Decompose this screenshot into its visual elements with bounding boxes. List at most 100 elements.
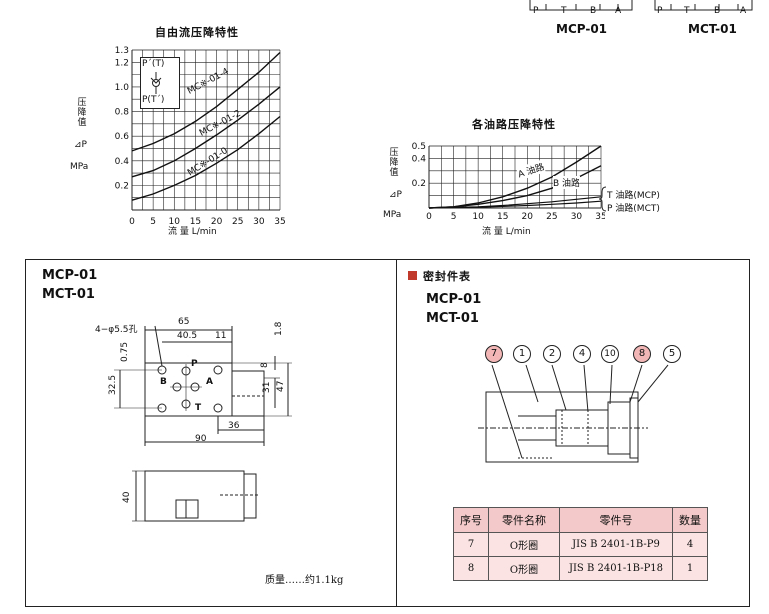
x-tick-label: 10: [472, 212, 484, 222]
y-tick-label: 0.4: [115, 157, 130, 167]
valve-symbols-top: [529, 0, 753, 11]
y-tick-label: 0.8: [115, 108, 130, 118]
dims-model-1: MCP-01: [42, 268, 98, 283]
check-valve-inset: P´(T) P(T´): [140, 57, 180, 109]
col-header: 序号: [453, 507, 489, 533]
y-tick-label: 1.2: [115, 58, 129, 68]
x-tick-label: 15: [497, 212, 508, 222]
col-header: 零件号: [559, 507, 673, 533]
brace-label: T 油路(MCP): [607, 191, 660, 201]
ylabel-char: 值: [389, 168, 399, 178]
table-cell: 8: [453, 556, 489, 581]
y-tick-label: 1.0: [115, 83, 130, 93]
dimension-drawing: [114, 325, 292, 522]
port-label: P: [657, 6, 663, 16]
callout-8: 8: [633, 345, 651, 363]
valve-cap-side: [243, 473, 257, 519]
seal-table-header: 序号 零件名称 零件号 数量: [453, 507, 708, 533]
ylabel-char: 降: [389, 158, 399, 168]
dim-40: 40: [122, 491, 132, 503]
ylabel-char: 压: [389, 148, 399, 158]
brace-label: P 油路(MCT): [607, 204, 660, 214]
col-header: 零件名称: [488, 507, 560, 533]
callout-7: 7: [485, 345, 503, 363]
table-cell: JIS B 2401-1B-P18: [559, 556, 673, 581]
y-tick-label: 0.6: [115, 132, 130, 142]
y-tick-label: 0.2: [412, 179, 426, 189]
chart-right-title: 各油路压降特性: [472, 118, 556, 131]
dim-40-5: 40.5: [177, 331, 198, 341]
weight-label: 质量……约1.1kg: [265, 575, 344, 586]
col-header: 数量: [672, 507, 708, 533]
inset-bottom-label: P(T´): [142, 95, 165, 105]
series-line: [131, 51, 281, 152]
port-label: P: [533, 6, 539, 16]
x-tick-label: 30: [571, 212, 583, 222]
x-tick-label: 0: [426, 212, 432, 222]
port-p: P: [191, 359, 198, 369]
dim-8: 8: [260, 362, 270, 368]
section-drawing: [478, 364, 669, 463]
x-tick-label: 35: [274, 217, 285, 227]
callout-10: 10: [601, 345, 619, 363]
chart-right-yunit: MPa: [383, 210, 402, 220]
y-tick-label: 0.5: [412, 142, 426, 152]
dim-65: 65: [178, 317, 190, 327]
dim-0-75: 0.75: [120, 341, 130, 362]
x-tick-label: 35: [595, 212, 605, 222]
chart-right-xlabel: 流 量 L/min: [482, 227, 531, 237]
port-label: B: [590, 6, 597, 16]
x-tick-label: 15: [190, 217, 201, 227]
series-line: [131, 115, 281, 201]
port-a: A: [206, 377, 213, 387]
seal-panel-title: 密封件表: [423, 270, 471, 283]
x-tick-label: 5: [451, 212, 457, 222]
x-tick-label: 25: [232, 217, 243, 227]
brace-icon: [599, 186, 607, 212]
callout-5: 5: [663, 345, 681, 363]
section-marker-icon: [408, 271, 417, 280]
port-label: A: [740, 6, 747, 16]
y-tick-label: 0.2: [115, 181, 129, 191]
chart-left-title: 自由流压降特性: [155, 26, 239, 39]
chart-left-xlabel: 流 量 L/min: [168, 227, 217, 237]
y-tick-label: 0.4: [412, 154, 427, 164]
dim-1-8: 1.8: [274, 321, 284, 336]
seal-table-wrap: 序号 零件名称 零件号 数量 7 O形圈 JIS B 2401-1B-P9 4 …: [453, 507, 708, 581]
ylabel-char: 降: [77, 108, 87, 118]
table-cell: 7: [453, 532, 489, 557]
ylabel-char: 压: [77, 98, 87, 108]
callout-row: 7 1 2 4 10 8 5: [485, 345, 685, 363]
x-tick-label: 5: [150, 217, 156, 227]
dim-11: 11: [215, 331, 227, 341]
port-t: T: [195, 403, 202, 413]
model-label-mcp: MCP-01: [556, 22, 608, 36]
y-tick-label: 1.3: [115, 46, 129, 56]
panel-divider: [396, 259, 397, 606]
bottom-frame: [25, 259, 750, 607]
chart-left-ysymbol: ⊿P: [74, 140, 87, 150]
x-tick-label: 30: [253, 217, 265, 227]
series-line: [131, 86, 281, 178]
port-label: A: [615, 6, 622, 16]
dims-model-2: MCT-01: [42, 287, 95, 302]
model-label-mct: MCT-01: [688, 22, 737, 36]
x-tick-label: 20: [522, 212, 534, 222]
table-row: 7 O形圈 JIS B 2401-1B-P9 4: [453, 532, 708, 557]
hole-label: 4−φ5.5孔: [95, 325, 138, 335]
callout-1: 1: [513, 345, 531, 363]
dim-47: 47: [276, 380, 286, 392]
port-label: T: [684, 6, 690, 16]
seal-table: 序号 零件名称 零件号 数量 7 O形圈 JIS B 2401-1B-P9 4 …: [453, 507, 708, 581]
chart-left-ylabel: 压 降 值: [76, 98, 88, 128]
valve-cap-top: [231, 370, 265, 417]
table-cell: O形圈: [488, 532, 560, 557]
chart-right-ylabel: 压 降 值: [388, 148, 400, 178]
table-cell: 1: [672, 556, 708, 581]
dim-31: 31: [262, 381, 272, 393]
x-tick-label: 0: [129, 217, 135, 227]
seal-model-2: MCT-01: [426, 311, 479, 326]
callout-2: 2: [543, 345, 561, 363]
